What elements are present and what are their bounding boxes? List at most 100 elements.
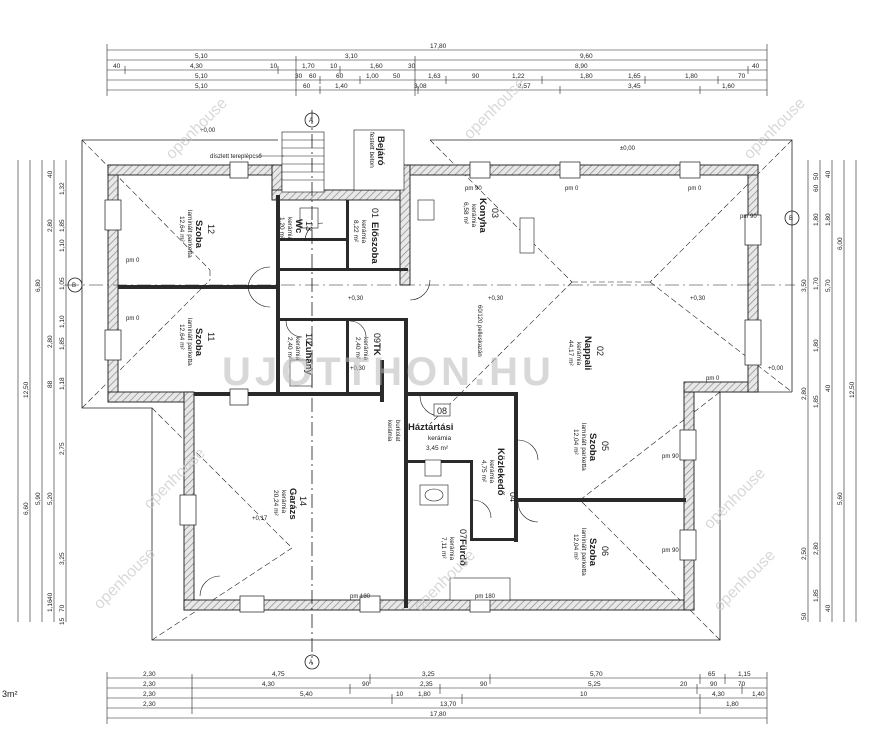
- dim-label: 1,40: [752, 691, 765, 698]
- dim-label: 30: [408, 63, 416, 70]
- level-mark: +0,30: [690, 296, 706, 302]
- pm-label: pm 0: [688, 186, 702, 192]
- dim-label: 2,30: [143, 671, 156, 678]
- room-06: 06 Szoba laminált parketta 12,04 m²: [572, 528, 610, 576]
- room-number: 12: [206, 224, 216, 234]
- room-floor: festett beton: [368, 132, 375, 168]
- room-floor: kerámia: [470, 204, 477, 228]
- dim-label: 3,08: [414, 83, 427, 90]
- watermark-text: UJOTTHON.HU: [222, 350, 555, 394]
- dim-label: 40: [47, 170, 54, 178]
- room-area: 44,17 m²: [567, 340, 574, 366]
- pm-label: pm 180: [350, 594, 371, 600]
- room-number: 03: [490, 208, 500, 218]
- dim-label: 90: [472, 73, 480, 80]
- section-mark-b-left: B: [72, 283, 76, 289]
- room-area: 3,45 m²: [426, 445, 449, 452]
- room-name: Zuhany: [303, 341, 314, 375]
- room-name: TK: [371, 343, 382, 356]
- room-area: 20,24 m²: [272, 490, 279, 516]
- room-area: 2,40 m²: [354, 337, 361, 360]
- left-dimension-labels: 1,32 40 2,80 1,85 1,10 6,80 1,05 2,80 1,…: [23, 170, 66, 625]
- dim-label: 2,35: [420, 681, 433, 688]
- dim-label: 1,80: [580, 73, 593, 80]
- room-11: 11 Szoba laminált parketta 12,64 m²: [178, 318, 216, 366]
- dim-label: 4,30: [190, 63, 203, 70]
- level-mark: +0,00: [200, 128, 216, 134]
- room-area: 2,40 m²: [286, 337, 293, 360]
- dim-label: 10: [580, 691, 588, 698]
- room-area: 8,22 m²: [352, 220, 359, 243]
- room-08: 08 Háztartási kerámia 3,45 m²: [408, 403, 453, 452]
- dim-total-bottom: 17,80: [430, 711, 447, 718]
- misc-note: burkolat: [394, 420, 400, 442]
- brand-watermark: openhouse: [701, 465, 769, 533]
- entrance-stairs: [281, 129, 405, 193]
- dim-label: 1,05: [59, 277, 66, 290]
- pm-label: pm 180: [475, 594, 496, 600]
- dim-label: 6,00: [837, 237, 844, 250]
- dim-label: 1,85: [59, 337, 66, 350]
- dim-label: 60: [336, 73, 344, 80]
- pm-label: pm 90: [740, 214, 757, 220]
- dim-label: 60: [303, 83, 311, 90]
- misc-note: kerámia: [386, 420, 392, 442]
- room-name: Konyha: [477, 198, 488, 234]
- pm-label: pm 90: [662, 454, 679, 460]
- dim-label: 1,80: [418, 691, 431, 698]
- dim-label: 1,80: [813, 213, 820, 226]
- dim-label: 1,18: [59, 377, 66, 390]
- dim-label: 3,25: [422, 671, 435, 678]
- room-01: 01 Előszoba kerámia 8,22 m²: [352, 208, 380, 264]
- dim-label: 1,16: [47, 599, 54, 612]
- dim-label: 70: [59, 604, 66, 612]
- dim-label: 2,30: [143, 681, 156, 688]
- room-13: 13 Wc kerámia 1,20 m²: [278, 217, 314, 241]
- dim-label: 40: [47, 592, 54, 600]
- room-area: 12,04 m²: [572, 534, 579, 560]
- room-floor: laminált parketta: [186, 210, 193, 258]
- room-name: Garázs: [287, 488, 298, 520]
- room-floor: kerámia: [360, 220, 367, 244]
- dim-label: 30: [295, 73, 303, 80]
- dim-label: 1,85: [813, 589, 820, 602]
- dim-label: 2,30: [143, 691, 156, 698]
- dim-label: 70: [738, 681, 746, 688]
- dim-label: 6,60: [23, 502, 30, 515]
- dim-label: 1,80: [813, 339, 820, 352]
- brand-watermark: openhouse: [91, 545, 159, 613]
- room-area: 12,04 m²: [572, 429, 579, 455]
- dim-label: 2,57: [518, 83, 531, 90]
- dim-label: 10: [270, 63, 278, 70]
- room-floor: kerámia: [294, 337, 301, 361]
- dim-label: 3,45: [628, 83, 641, 90]
- fixtures: [289, 199, 535, 601]
- dim-label: 70: [738, 73, 746, 80]
- dim-label: 40: [825, 384, 832, 392]
- dim-label: 2,80: [47, 335, 54, 348]
- dim-label: 8,90: [575, 63, 588, 70]
- room-area: 12,64 m²: [178, 324, 185, 350]
- dim-label: 90: [710, 681, 718, 688]
- dim-label: 6,80: [35, 279, 42, 292]
- room-10: 10 Zuhany kerámia 2,40 m²: [286, 333, 314, 375]
- brand-watermark: openhouse: [461, 75, 529, 143]
- boiler-note: 60/120 pelleskazán: [476, 305, 482, 357]
- dim-label: 1,80: [726, 701, 739, 708]
- dim-label: 40: [752, 63, 760, 70]
- dim-label: 1,65: [628, 73, 641, 80]
- level-mark: +0,30: [350, 366, 366, 372]
- dim-total-top: 17,80: [430, 43, 447, 50]
- dim-label: 4,30: [712, 691, 725, 698]
- dim-label: 1,70: [302, 63, 315, 70]
- dim-label: 5,10: [195, 83, 208, 90]
- dim-label: 3,25: [59, 552, 66, 565]
- dim-label: 50: [813, 172, 820, 180]
- dim-label: 1,80: [825, 213, 832, 226]
- dim-label: 1,32: [59, 182, 66, 195]
- room-floor: kerámia: [428, 435, 452, 442]
- room-floor: laminált parketta: [580, 423, 587, 471]
- pm-label: pm 0: [706, 376, 720, 382]
- dim-label: 50: [393, 73, 401, 80]
- dim-label: 5,70: [590, 671, 603, 678]
